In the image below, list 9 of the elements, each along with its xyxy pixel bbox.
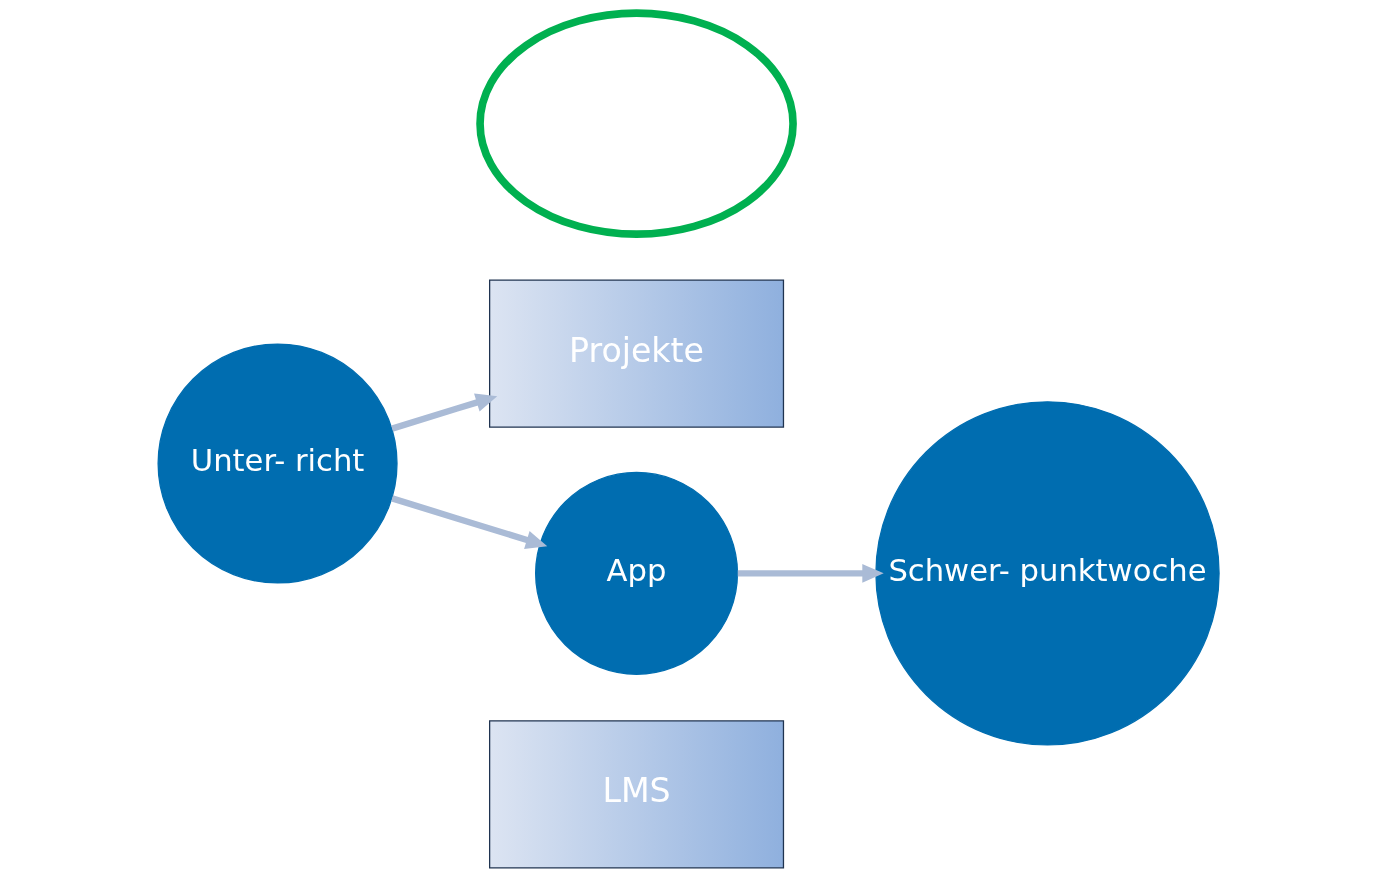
node-ellipse [475, 9, 797, 238]
node-box: Projekte [488, 279, 784, 428]
node-circle: Unter- richt [156, 343, 398, 584]
node-box: LMS [488, 720, 784, 869]
node-circle: Schwer- punktwoche [874, 401, 1220, 746]
arrow [737, 564, 884, 583]
arrow [390, 393, 497, 432]
node-circle: App [534, 471, 738, 675]
arrow [390, 495, 547, 549]
